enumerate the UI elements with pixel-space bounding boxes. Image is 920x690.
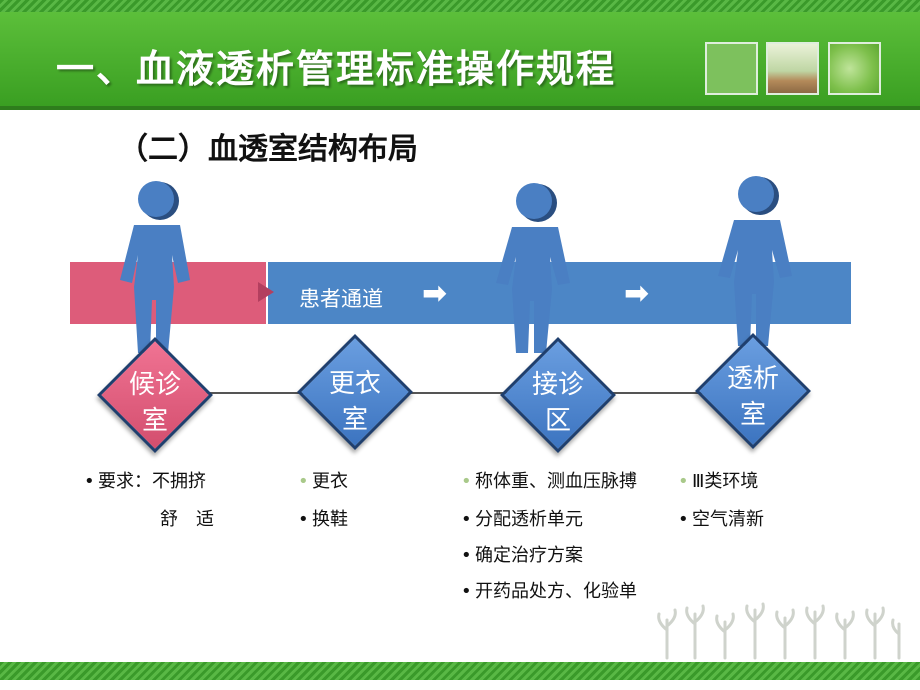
list-item: •确定治疗方案: [461, 545, 583, 566]
list-item: •空气清新: [678, 509, 764, 530]
person-icon: [718, 176, 792, 346]
sprout-photo: [766, 42, 819, 95]
list-item: •分配透析单元: [461, 509, 583, 530]
patient-channel-label: 患者通道: [299, 287, 383, 311]
room-reception: 接诊 区: [493, 330, 623, 460]
list-item: •称体重、测血压脉搏: [461, 471, 637, 492]
list-item: •要求：不拥挤: [84, 471, 206, 492]
right-arrow-icon: ➡: [624, 276, 650, 311]
top-stripe: [0, 0, 920, 12]
slide-title: 一、血液透析管理标准操作规程: [56, 47, 617, 91]
room-name: 接诊: [531, 370, 584, 400]
room-changing: 更衣 室: [290, 327, 420, 457]
list-item: •换鞋: [298, 509, 348, 530]
room-dialysis: 透析 室: [688, 326, 818, 456]
room-name: 室: [341, 405, 368, 435]
room-name: 透析: [726, 364, 779, 394]
sprouts-decoration: [657, 602, 901, 660]
leaf-photo: [828, 42, 881, 95]
bottom-stripe: [0, 662, 920, 680]
list-item: 舒 适: [160, 509, 214, 530]
person-icon: [496, 183, 570, 353]
room-name: 室: [739, 400, 766, 430]
list-item: •Ⅲ类环境: [678, 471, 759, 492]
room-name: 候诊: [128, 370, 181, 400]
room-waiting: 候诊 室: [90, 330, 220, 460]
person-icon: [120, 181, 190, 353]
room-name: 区: [544, 406, 571, 436]
right-arrow-icon: ➡: [422, 276, 448, 311]
section-subtitle: （二）血透室结构布局: [118, 132, 418, 167]
room-name: 更衣: [328, 369, 381, 399]
room-name: 室: [141, 406, 168, 436]
list-item: •更衣: [298, 471, 348, 492]
connector-line: [150, 392, 760, 394]
decor-green-square: [705, 42, 758, 95]
bar-pointer-icon: [258, 282, 274, 302]
list-item: •开药品处方、化验单: [461, 581, 637, 602]
